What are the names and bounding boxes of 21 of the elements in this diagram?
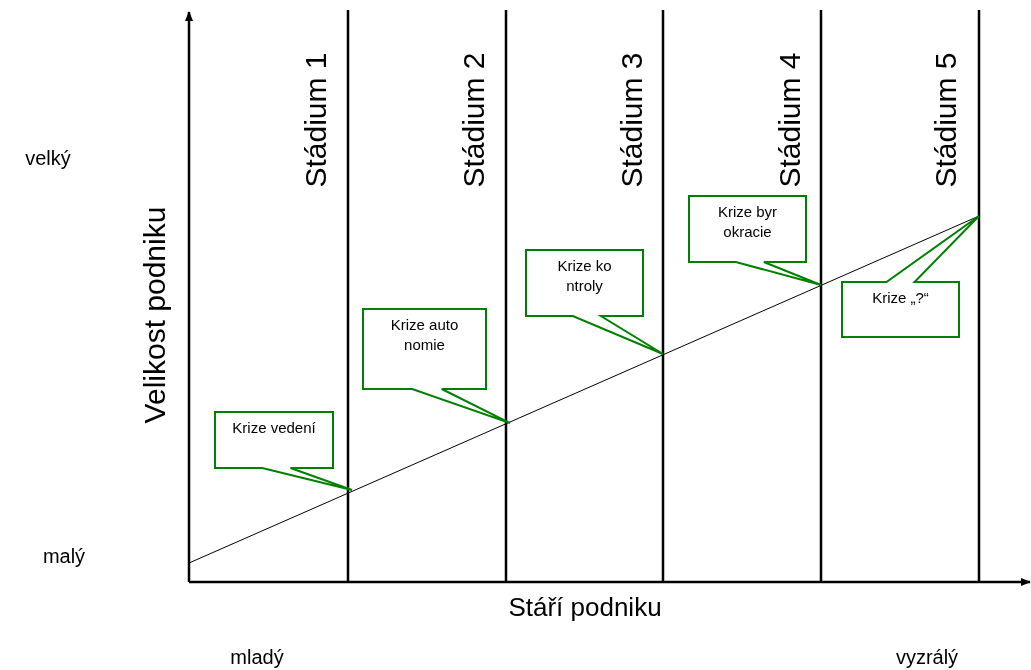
callout-text: Krize autonomie <box>390 315 459 355</box>
callout-text: Krize kontroly <box>556 256 613 296</box>
axis-value-label: vyzrálý <box>895 647 959 667</box>
callout-text: Krize vedení <box>231 418 317 438</box>
axis-value-label: malý <box>42 546 86 566</box>
stage-label: Stádium 5 <box>931 52 961 188</box>
stage-label: Stádium 1 <box>301 52 331 188</box>
stage-label: Stádium 2 <box>459 52 489 188</box>
axis-value-label: mladý <box>230 647 284 667</box>
callout-bubble <box>215 412 354 490</box>
callout-text: Krize byrokracie <box>717 202 778 242</box>
callout-bubble <box>842 216 981 337</box>
axis-value-label: velký <box>25 148 71 168</box>
callout-bubble <box>363 309 512 423</box>
callout-bubble <box>526 250 665 354</box>
stage-label: Stádium 3 <box>617 52 647 188</box>
callout-text: Krize „?“ <box>871 288 930 308</box>
axis-title: Velikost podniku <box>140 206 170 424</box>
stage-label: Stádium 4 <box>775 52 805 188</box>
axis-title: Stáří podniku <box>508 594 662 620</box>
callout-bubble <box>689 196 823 285</box>
